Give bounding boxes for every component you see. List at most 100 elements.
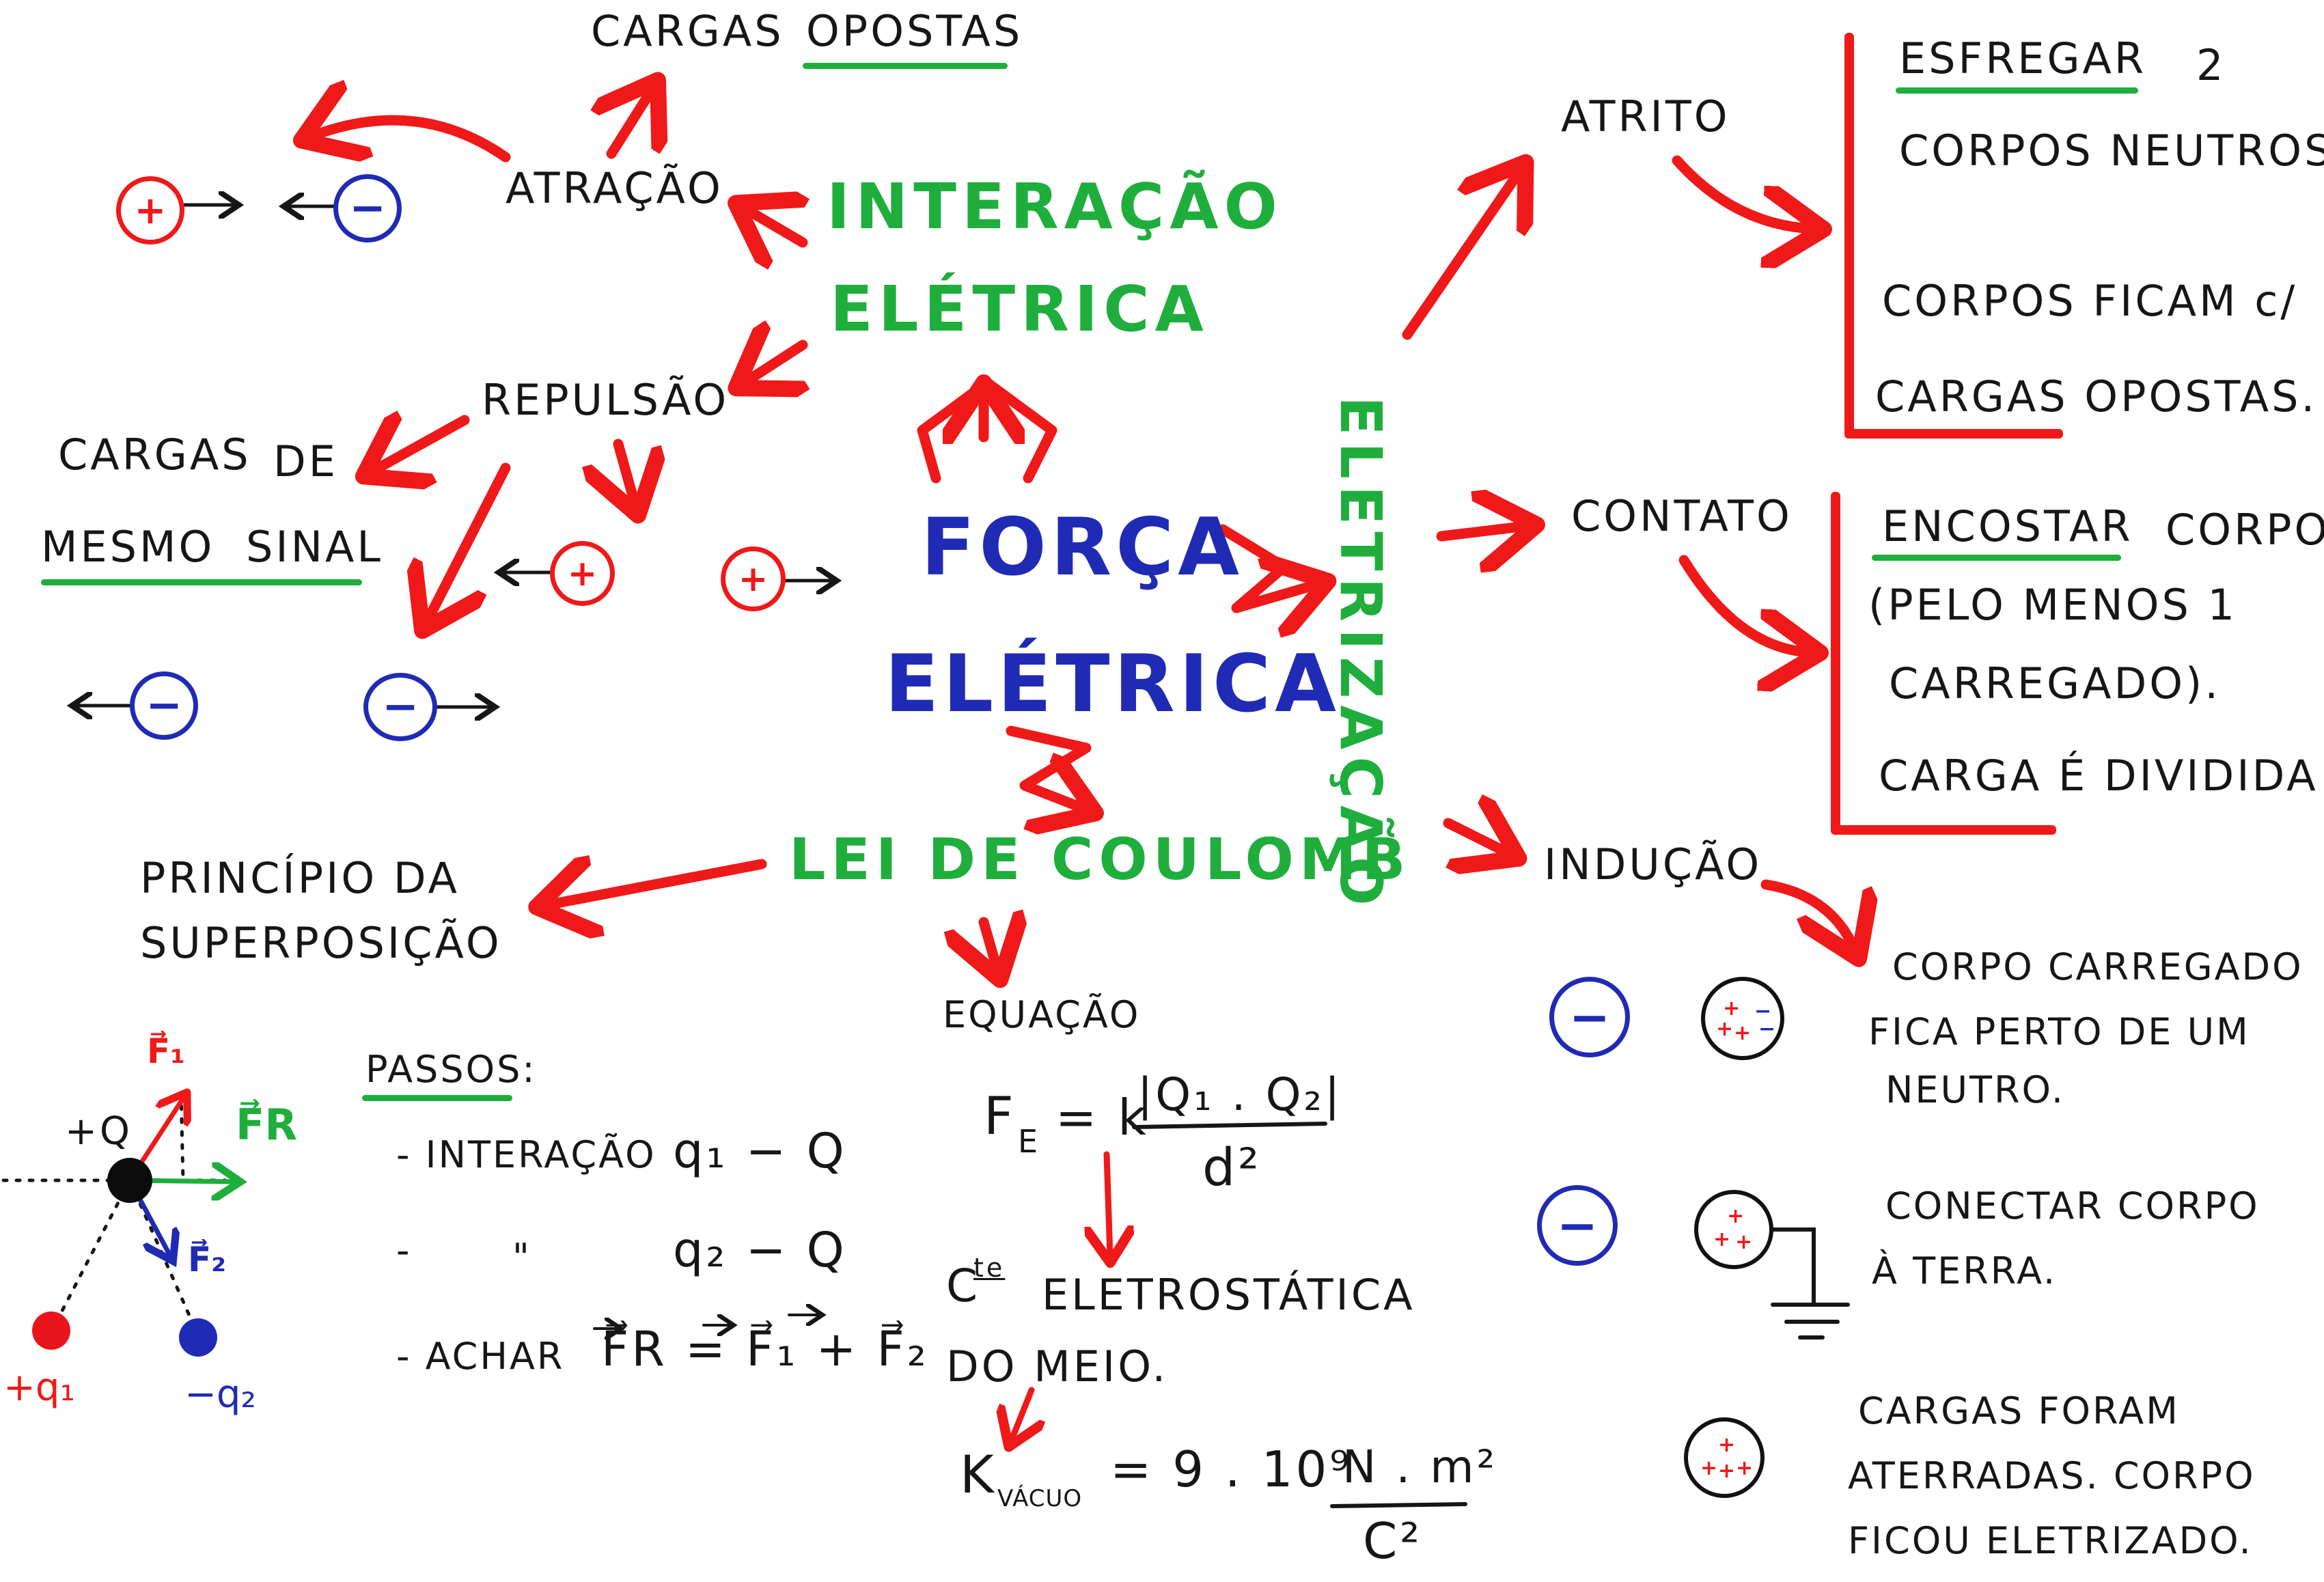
- underline-encostar: [1872, 555, 2121, 561]
- constant-sup: te: [973, 1253, 1006, 1283]
- kvacuo-numerator: N . m²: [1342, 1441, 1498, 1493]
- inducao-s3-line1: CARGAS FORAM: [1858, 1389, 2180, 1432]
- sign-plus: +: [1700, 1456, 1718, 1480]
- underline-opostas: [803, 63, 1008, 69]
- underline-mesmo-sinal: [41, 579, 362, 585]
- contato-line1a: ENCOSTAR: [1882, 501, 2133, 551]
- equation-title: EQUAÇÃO: [943, 993, 1141, 1036]
- charge-minus-repulsao-2: −: [363, 673, 437, 741]
- label-vector-F2: F⃗₂: [188, 1240, 227, 1279]
- arrow-interacao-to-repulsao: [745, 345, 803, 383]
- inducao-s3-line2: ATERRADAS. CORPO: [1848, 1454, 2256, 1497]
- arrow-coulomb-to-equacao: [984, 922, 997, 970]
- inducao-s1-line3: NEUTRO.: [1885, 1068, 2066, 1111]
- sign-plus: +: [1723, 997, 1741, 1021]
- repulsao-rule-a: CARGAS: [58, 430, 251, 480]
- constant-line2: DO MEIO.: [946, 1342, 1169, 1391]
- arrow-forca-to-eletrizacao: [1217, 524, 1318, 608]
- sign-plus: +: [1727, 1204, 1745, 1228]
- charge-plus-repulsao-2: +: [721, 546, 786, 611]
- label-charge-q1: +q₁: [3, 1365, 75, 1410]
- charge-Q-dot: [107, 1158, 152, 1203]
- arrow-eletrizacao-to-contato: [1436, 526, 1527, 536]
- inducao-neutral-body-2: + + +: [1694, 1190, 1773, 1269]
- arrow-eletrizacao-to-inducao: [1443, 823, 1510, 854]
- bracket-atrito-vertical: [1844, 33, 1854, 436]
- arrow-repulsao-to-mesmo-sinal: [372, 420, 470, 471]
- repulsao-rule-b: DE: [273, 436, 338, 486]
- sign-plus: +: [1716, 1017, 1734, 1041]
- atrito-line1b: 2: [2196, 40, 2226, 90]
- coulomb-title: LEI DE COULOMB: [789, 826, 1411, 893]
- fraction-bar-kvacuo: [1330, 1502, 1467, 1508]
- inducao-s1-line1: CORPO CARREGADO: [1892, 945, 2304, 988]
- inducao-s3-line3: FICOU ELETRIZADO.: [1848, 1519, 2253, 1562]
- equation-numerator: |Q₁ . Q₂|: [1137, 1068, 1343, 1121]
- arrow-atracao-to-charges: [311, 120, 511, 157]
- arrow-inducao-to-text: [1760, 879, 1855, 949]
- arrow-k-to-constante: [1107, 1151, 1110, 1257]
- sign-plus: +: [1718, 1459, 1736, 1483]
- sign-plus: +: [1735, 1230, 1753, 1254]
- step2-ditto: ": [512, 1236, 531, 1279]
- contato-line2: (PELO MENOS 1: [1868, 580, 2237, 630]
- principle-line2: SUPERPOSIÇÃO: [140, 918, 502, 968]
- arrow-repulsao-to-minus-pair: [427, 462, 511, 622]
- charge-plus-repulsao-1: +: [550, 541, 615, 606]
- step1-value: q₁ − Q: [673, 1123, 847, 1179]
- atrito-label: ATRITO: [1561, 92, 1730, 141]
- underline-esfregar: [1896, 87, 2138, 94]
- contato-line4: CARGA É DIVIDIDA: [1879, 751, 2319, 801]
- step3-label: - ACHAR: [396, 1335, 565, 1378]
- arrow-forca-to-coulomb: [1006, 725, 1086, 809]
- charge-plus-atracao: +: [116, 176, 184, 245]
- sign-plus: +: [1736, 1456, 1754, 1480]
- center-title-line1: FORÇA: [921, 501, 1244, 594]
- label-charge-q2: −q₂: [184, 1372, 256, 1417]
- sign-plus: +: [1713, 1227, 1731, 1251]
- label-vector-FR: F⃗R: [236, 1100, 298, 1150]
- contato-label: CONTATO: [1571, 491, 1793, 541]
- arrow-interacao-to-atracao: [745, 208, 803, 242]
- label-vector-F1: F⃗₁: [147, 1031, 186, 1071]
- equation-lhs: F: [984, 1085, 1016, 1146]
- inducao-s2-line2: À TERRA.: [1872, 1249, 2058, 1292]
- step3-equation: F⃗R = F⃗₁ + F⃗₂: [601, 1321, 929, 1377]
- arrow-eletrizacao-to-atrito: [1402, 171, 1520, 340]
- atrito-line1a: ESFREGAR: [1899, 33, 2146, 83]
- inducao-s1-line2: FICA PERTO DE UM: [1868, 1010, 2250, 1053]
- step1-label: - INTERAÇÃO: [396, 1133, 656, 1176]
- atracao-label: ATRAÇÃO: [506, 163, 723, 213]
- arrow-coulomb-to-superposicao: [547, 864, 767, 905]
- label-charge-Q: +Q: [65, 1109, 133, 1154]
- bracket-contato-vertical: [1831, 492, 1840, 833]
- atracao-rule-a: CARGAS: [591, 6, 784, 56]
- superposition-diagram: [1, 1093, 236, 1357]
- constant-line1: ELETROSTÁTICA: [1042, 1270, 1415, 1320]
- atrito-line4: CARGAS OPOSTAS.: [1875, 372, 2318, 421]
- arrow-repulsao-to-plus-pair: [618, 439, 635, 505]
- inducao-neutral-body-1: + + + − −: [1701, 977, 1784, 1060]
- arrow-atracao-to-opostas: [611, 89, 652, 159]
- sign-plus: +: [1718, 1433, 1736, 1457]
- step2-value: q₂ − Q: [673, 1222, 847, 1278]
- constant-prefix: C: [946, 1260, 981, 1312]
- contato-line3: CARREGADO).: [1889, 658, 2221, 708]
- atracao-rule-b: OPOSTAS: [806, 6, 1023, 56]
- arrow-constante-to-kvacuo: [1011, 1387, 1032, 1441]
- equation-equals-k: = k: [1055, 1089, 1149, 1146]
- step2-label: -: [396, 1229, 412, 1272]
- kvacuo-k: K: [960, 1444, 997, 1505]
- kvacuo-value: = 9 . 10⁹: [1110, 1441, 1353, 1498]
- interacao-title-line2: ELÉTRICA: [830, 273, 1209, 346]
- charge-minus-repulsao-1: −: [130, 671, 198, 740]
- inducao-final-body: + + + +: [1684, 1417, 1765, 1498]
- fraction-bar-coulomb: [1132, 1122, 1327, 1129]
- repulsao-rule-c: MESMO: [41, 522, 215, 572]
- steps-title: PASSOS:: [365, 1048, 537, 1091]
- arrow-contato-to-box: [1678, 555, 1810, 652]
- kvacuo-sub: VÁCUO: [997, 1485, 1083, 1512]
- sign-plus: +: [1734, 1021, 1752, 1045]
